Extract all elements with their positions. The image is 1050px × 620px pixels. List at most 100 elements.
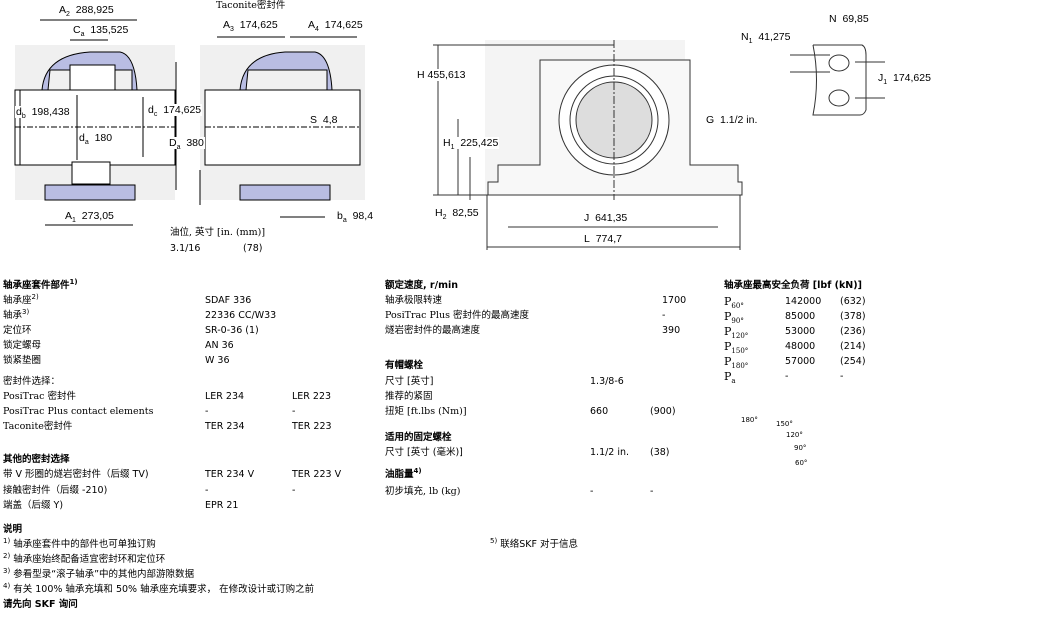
fixing-bolts-title: 适用的固定螺栓: [385, 432, 452, 443]
grease-value-2: -: [650, 486, 654, 497]
torque-nm: (900): [650, 406, 676, 417]
cap-bolt-size: 1.3/8-6: [590, 376, 624, 387]
row-label: 锁定螺母: [3, 340, 42, 351]
speed-label: 轴承极限转速: [385, 295, 443, 306]
loads-title: 轴承座最高安全负荷 [lbf (kN)]: [724, 280, 862, 291]
row-value: SDAF 336: [205, 295, 252, 306]
seal-label: PosiTrac Plus contact elements: [3, 406, 154, 417]
components-title: 轴承座套件部件1): [3, 277, 78, 291]
torque-label: 扭矩 [ft.lbs (Nm)]: [385, 406, 467, 417]
torque-value: 660: [590, 406, 609, 417]
row-value: W 36: [205, 355, 230, 366]
dim-a4: A4 174,625: [307, 19, 364, 34]
dim-h1: H1 225,425: [442, 137, 500, 152]
front-view-drawing: [433, 40, 743, 250]
seal-value-1: LER 234: [205, 391, 245, 402]
dim-h: H 455,613: [416, 69, 467, 81]
seal-label: PosiTrac 密封件: [3, 391, 77, 402]
load-lbf: 53000: [785, 326, 816, 337]
load-kn: (214): [840, 341, 866, 352]
row-value: SR-0-36 (1): [205, 325, 259, 336]
oil-level-label: 油位, 英寸 [in. (mm)]: [170, 227, 266, 238]
seal-value-1: TER 234: [205, 421, 245, 432]
other-seal-value-2: TER 223 V: [292, 469, 342, 480]
seal-label: Taconite密封件: [3, 421, 73, 432]
load-lbf: 85000: [785, 311, 816, 322]
angle-label: 180°: [741, 416, 758, 424]
load-kn: -: [840, 371, 844, 382]
load-label: P180°: [724, 355, 749, 371]
other-seal-value-1: TER 234 V: [205, 469, 255, 480]
load-kn: (632): [840, 296, 866, 307]
dim-ba: ba 98,4: [336, 210, 375, 225]
seal-value-2: LER 223: [292, 391, 332, 402]
dim-ca: Ca 135,525: [72, 24, 130, 39]
angle-label: 150°: [776, 420, 793, 428]
other-seal-value-1: EPR 21: [205, 500, 239, 511]
grease-value-1: -: [590, 486, 594, 497]
fixing-bolt-size-label: 尺寸 [英寸 (毫米)]: [385, 447, 463, 458]
load-lbf: -: [785, 371, 789, 382]
other-seals-title: 其他的密封选择: [3, 454, 70, 465]
note-item: 4) 有关 100% 轴承充填和 50% 轴承座充填要求， 在修改设计或订购之前: [3, 581, 315, 595]
dim-Da: Da 380: [168, 137, 205, 152]
other-seal-label: 带 V 形圈的燧岩密封件（后缀 TV): [3, 469, 149, 480]
grease-title: 油脂量4): [385, 466, 422, 480]
technical-drawings: [14, 19, 885, 250]
load-kn: (236): [840, 326, 866, 337]
seal-value-2: -: [292, 406, 296, 417]
speed-label: PosiTrac Plus 密封件的最高速度: [385, 310, 529, 321]
note-item: 2) 轴承座始终配备适宜密封环和定位环: [3, 551, 166, 565]
dim-da: da 180: [78, 132, 114, 147]
angle-label: 90°: [794, 444, 807, 452]
bolt-slot-detail-drawing: [790, 44, 885, 116]
dim-a3: A3 174,625: [222, 19, 279, 34]
seal-value-2: TER 223: [292, 421, 332, 432]
dim-h2: H2 82,55: [434, 207, 480, 222]
fixing-bolt-size-mm: (38): [650, 447, 670, 458]
row-label: 轴承3): [3, 307, 30, 321]
taconite-section-drawing: [199, 36, 365, 218]
side-section-drawing: [14, 19, 177, 226]
note-item: 1) 轴承座套件中的部件也可单独订购: [3, 536, 156, 550]
dim-j1: J1 174,625: [877, 72, 932, 87]
cap-bolt-size-label: 尺寸 [英寸]: [385, 376, 434, 387]
load-kn: (254): [840, 356, 866, 367]
load-kn: (378): [840, 311, 866, 322]
oil-level-in: 3.1/16: [170, 243, 201, 254]
load-label: P150°: [724, 340, 749, 356]
recommended-label: 推荐的紧固: [385, 391, 433, 402]
dim-n1: N1 41,275: [740, 31, 792, 46]
dim-s: S 4,8: [309, 114, 339, 126]
row-label: 锁紧垫圈: [3, 355, 42, 366]
dim-dc: dc 174,625: [147, 104, 203, 119]
speed-value: 1700: [662, 295, 687, 306]
taconite-caption: Taconite密封件: [216, 0, 286, 11]
dim-l: L 774,7: [583, 233, 623, 245]
other-seal-label: 端盖（后缀 Y): [3, 500, 64, 511]
row-value: AN 36: [205, 340, 234, 351]
load-label: P120°: [724, 325, 749, 341]
row-value: 22336 CC/W33: [205, 310, 277, 321]
speed-value: 390: [662, 325, 681, 336]
cap-bolts-title: 有帽螺栓: [385, 360, 424, 371]
seal-selection-title: 密封件选择：: [3, 376, 61, 387]
note-item: 5) 联络SKF 对于信息: [490, 536, 578, 550]
other-seal-value-2: -: [292, 485, 296, 496]
load-label: P60°: [724, 295, 744, 311]
oil-level-mm: (78): [243, 243, 263, 254]
load-label: Pa: [724, 370, 736, 386]
dim-a2: A2 288,925: [58, 4, 115, 19]
speed-title: 额定速度, r/min: [385, 280, 458, 291]
notes-title: 说明: [3, 524, 23, 535]
other-seal-value-1: -: [205, 485, 209, 496]
fixing-bolt-size: 1.1/2 in.: [590, 447, 630, 458]
other-seal-label: 接触密封件（后缀 -210): [3, 485, 108, 496]
row-label: 定位环: [3, 325, 32, 336]
load-lbf: 142000: [785, 296, 822, 307]
dim-db: db 198,438: [15, 106, 71, 121]
row-label: 轴承座2): [3, 292, 39, 306]
dim-j: J 641,35: [583, 212, 629, 224]
dim-g: G 1.1/2 in.: [705, 114, 759, 126]
